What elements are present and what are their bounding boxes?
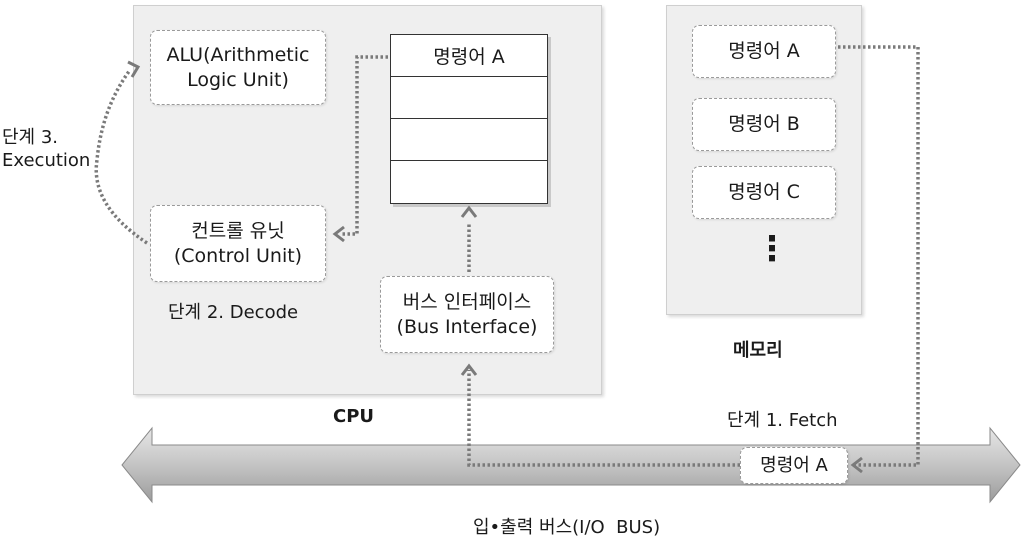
fetch-step-label: 단계 1. Fetch bbox=[727, 410, 838, 431]
io-bus-arrow bbox=[121, 426, 1021, 504]
alu-label-line1: ALU(Arithmetic bbox=[166, 43, 310, 66]
register-cell bbox=[391, 161, 547, 203]
decode-step-label: 단계 2. Decode bbox=[168, 302, 299, 323]
cpu-label: CPU bbox=[333, 406, 375, 427]
bus-interface-label-line1: 버스 인터페이스 bbox=[402, 290, 532, 313]
control-unit-box: 컨트롤 유닛 (Control Unit) bbox=[150, 205, 326, 282]
bus-interface-box: 버스 인터페이스 (Bus Interface) bbox=[380, 276, 554, 353]
bus-packet: 명령어 A bbox=[740, 447, 848, 484]
memory-item: 명령어 C bbox=[692, 166, 836, 219]
alu-box: ALU(Arithmetic Logic Unit) bbox=[150, 30, 326, 105]
memory-ellipsis: ⋮ bbox=[755, 229, 789, 269]
register-cell: 명령어 A bbox=[391, 35, 547, 77]
execution-step-line1: 단계 3. bbox=[2, 127, 59, 148]
execution-step-label: 단계 3. Execution bbox=[2, 126, 90, 173]
memory-item: 명령어 B bbox=[692, 98, 836, 151]
register-cell bbox=[391, 77, 547, 119]
control-unit-label-line2: (Control Unit) bbox=[173, 244, 303, 267]
instruction-register-stack: 명령어 A bbox=[390, 34, 548, 204]
register-cell bbox=[391, 119, 547, 161]
memory-label: 메모리 bbox=[733, 340, 783, 361]
control-unit-label-line1: 컨트롤 유닛 bbox=[191, 219, 285, 242]
memory-item: 명령어 A bbox=[692, 25, 836, 78]
bus-interface-label-line2: (Bus Interface) bbox=[396, 315, 538, 338]
io-bus-label: 입•출력 버스(I/O BUS) bbox=[473, 517, 661, 538]
alu-label-line2: Logic Unit) bbox=[187, 68, 289, 91]
execution-step-line2: Execution bbox=[2, 150, 91, 172]
fetch-arrowhead bbox=[850, 456, 863, 474]
